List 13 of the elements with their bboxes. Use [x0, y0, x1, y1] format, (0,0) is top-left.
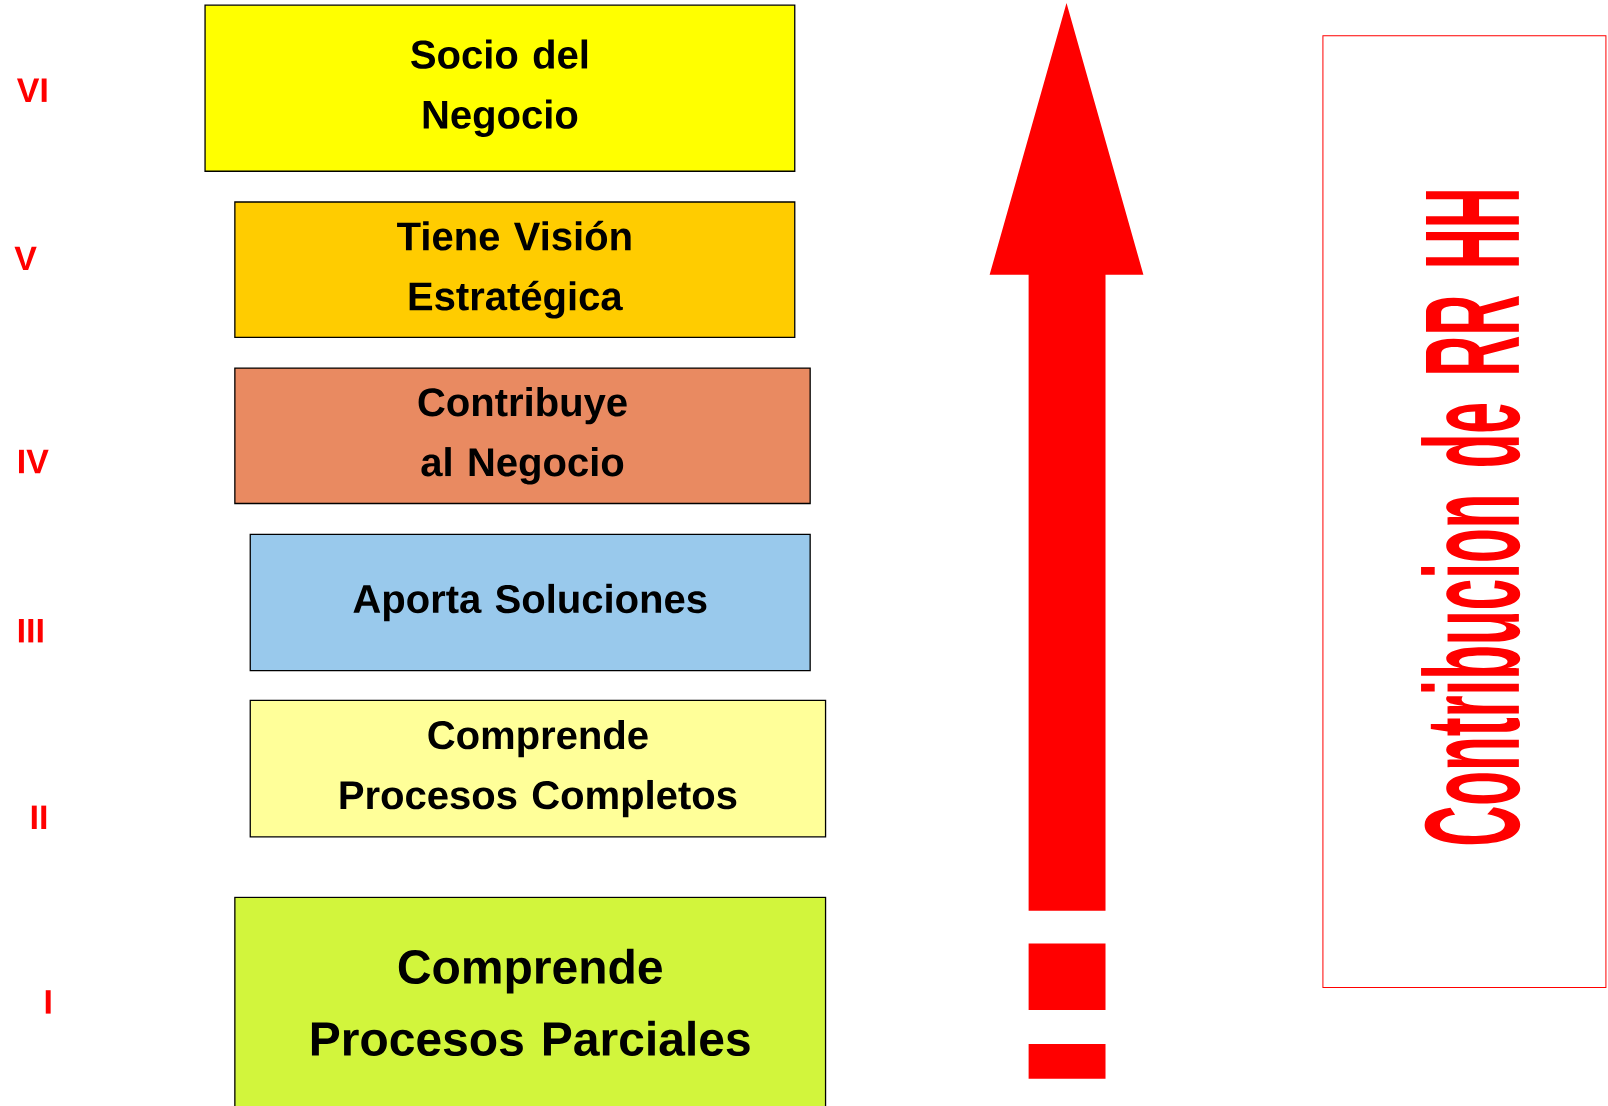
- level-box: Contribuye al Negocio: [234, 367, 811, 505]
- title-box: Contribucion de RR HH: [1322, 35, 1607, 989]
- level-box: Tiene Visión Estratégica: [234, 201, 796, 339]
- level-box: Aporta Soluciones: [249, 533, 811, 672]
- level-numeral: I: [45, 990, 51, 1014]
- level-numeral: III: [18, 619, 43, 643]
- level-numeral: V: [14, 246, 37, 271]
- level-numeral: II: [31, 805, 47, 829]
- level-numeral: VI: [17, 78, 47, 102]
- level-box: Comprende Procesos Completos: [249, 699, 827, 838]
- level-box: Socio del Negocio: [204, 4, 796, 172]
- level-box: Comprende Procesos Parciales: [234, 896, 827, 1106]
- level-numeral: IV: [19, 449, 49, 474]
